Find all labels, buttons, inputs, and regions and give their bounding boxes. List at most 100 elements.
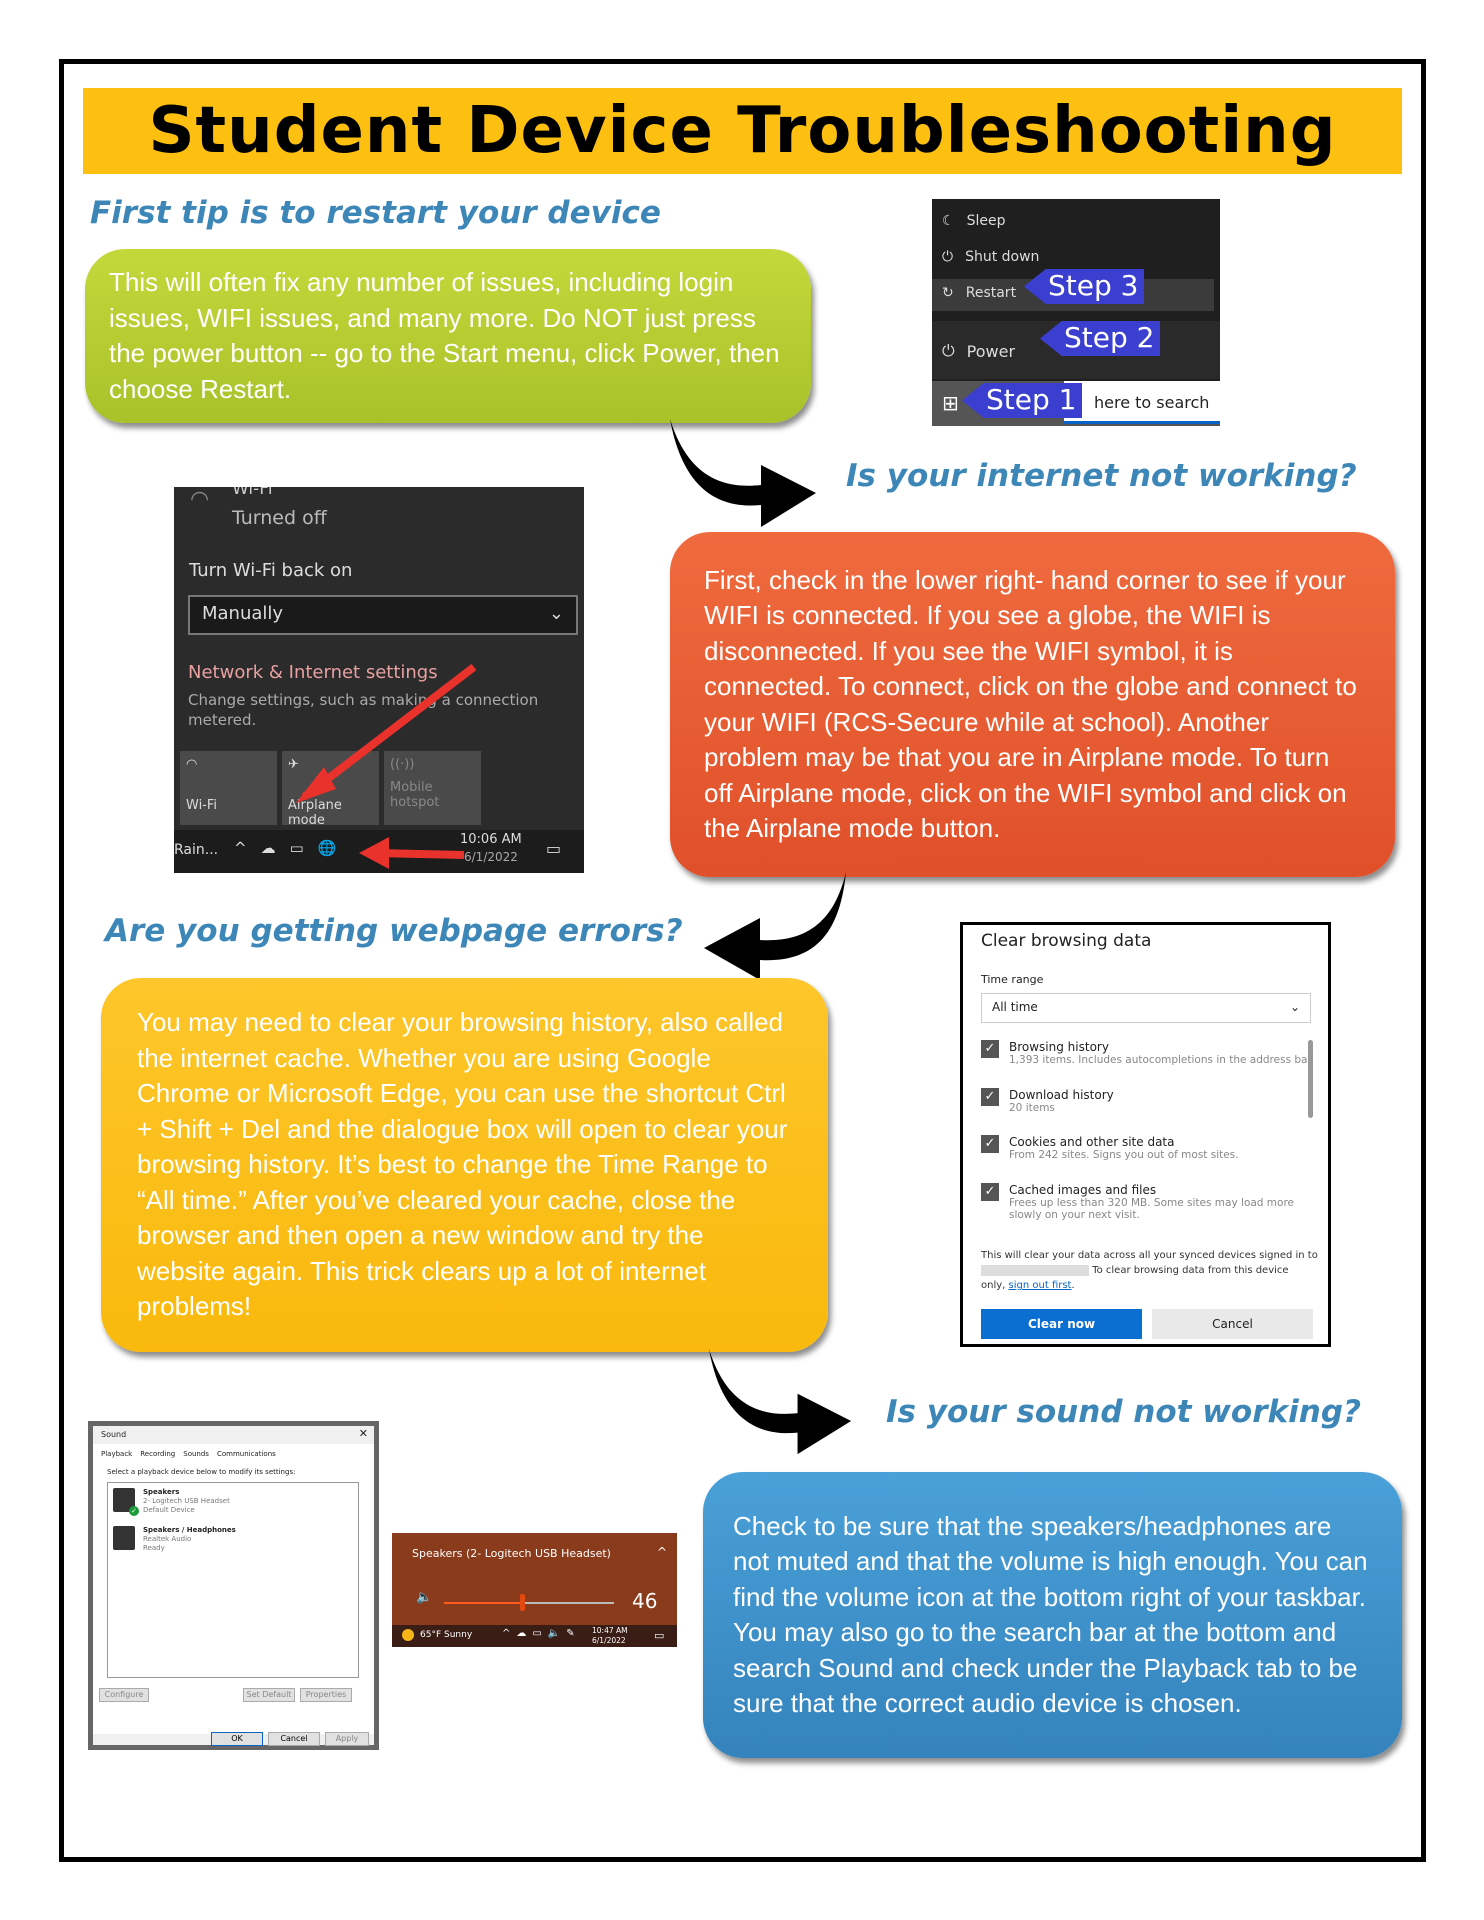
- sign-out-link[interactable]: sign out first: [1008, 1280, 1072, 1291]
- taskbar-weather: Rain...: [174, 842, 219, 858]
- taskbar-search[interactable]: here to search: [1064, 381, 1220, 424]
- sound-dialog-title: Sound: [101, 1430, 127, 1439]
- scrollbar[interactable]: [1308, 1040, 1313, 1118]
- wifi-icon: ◠: [190, 487, 210, 512]
- airplane-icon: ✈: [288, 757, 299, 772]
- heading-sound: Is your sound not working?: [886, 1394, 1361, 1430]
- wifi-panel-screenshot: ◠ Wi-Fi Turned off Turn Wi-Fi back on Ma…: [174, 487, 584, 873]
- curved-arrow-icon: [670, 419, 816, 527]
- menu-item-shutdown[interactable]: ⏻Shut down: [942, 249, 1040, 265]
- menu-item-sleep[interactable]: ☾Sleep: [942, 213, 1006, 229]
- taskbar-time: 10:06 AM: [460, 832, 522, 847]
- taskbar-date: 6/1/2022: [592, 1636, 626, 1645]
- step-1-callout: Step 1: [962, 383, 1083, 418]
- internet-tip-box: First, check in the lower right- hand co…: [670, 532, 1395, 877]
- wifi-status: Turned off: [232, 507, 327, 529]
- tab-communications[interactable]: Communications: [216, 1450, 276, 1458]
- wifi-tile[interactable]: ◠Wi-Fi: [180, 751, 277, 825]
- clear-browsing-data-dialog: Clear browsing data Time range All time⌄…: [960, 922, 1331, 1347]
- tray-icons[interactable]: ^☁▭🔈✎: [502, 1628, 581, 1639]
- restart-icon: ↻: [942, 285, 954, 301]
- step-3-callout: Step 3: [1024, 269, 1145, 304]
- chevron-down-icon: ⌄: [1289, 1000, 1300, 1014]
- page-border: [59, 59, 1426, 1862]
- network-settings-desc: Change settings, such as making a connec…: [188, 691, 539, 729]
- network-settings-link[interactable]: Network & Internet settings: [188, 662, 438, 683]
- turn-wifi-back-on-label: Turn Wi-Fi back on: [189, 560, 353, 581]
- hotspot-icon: ((·)): [390, 757, 415, 772]
- notification-icon[interactable]: ▭: [654, 1629, 665, 1642]
- restart-tip-box: This will often fix any number of issues…: [85, 249, 811, 423]
- cancel-button[interactable]: Cancel: [1152, 1309, 1313, 1339]
- apply-button[interactable]: Apply: [325, 1732, 369, 1746]
- notification-icon[interactable]: ▭: [546, 839, 562, 858]
- wifi-title: Wi-Fi: [232, 487, 273, 499]
- moon-icon: ☾: [942, 213, 955, 229]
- speaker-icon: [113, 1488, 135, 1512]
- wifi-icon: ◠: [186, 757, 198, 772]
- taskbar-date: 6/1/2022: [464, 850, 518, 864]
- taskbar-time: 10:47 AM: [592, 1626, 628, 1635]
- page-title: Student Device Troubleshooting: [148, 94, 1337, 168]
- speaker-volume-icon[interactable]: 🔈: [416, 1590, 433, 1605]
- volume-slider[interactable]: [444, 1602, 614, 1604]
- heading-restart: First tip is to restart your device: [90, 195, 661, 231]
- internet-tip-text: First, check in the lower right- hand co…: [704, 564, 1357, 844]
- sound-cancel-button[interactable]: Cancel: [268, 1732, 320, 1746]
- heading-internet: Is your internet not working?: [846, 458, 1357, 494]
- menu-item-restart[interactable]: ↻Restart: [942, 285, 1017, 301]
- tray-icons[interactable]: ^☁▭🌐: [234, 839, 351, 857]
- volume-slider-thumb[interactable]: [520, 1594, 526, 1611]
- power-icon: ⏻: [942, 249, 954, 265]
- heading-webpage: Are you getting webpage errors?: [105, 913, 683, 949]
- chevron-up-icon[interactable]: ^: [656, 1545, 667, 1559]
- audio-device-name[interactable]: Speakers (2- Logitech USB Headset): [412, 1547, 611, 1560]
- volume-value: 46: [632, 1589, 658, 1613]
- time-range-select[interactable]: All time⌄: [981, 993, 1311, 1023]
- restart-tip-text: This will often fix any number of issues…: [109, 267, 780, 404]
- tab-recording[interactable]: Recording: [140, 1450, 176, 1458]
- step-2-callout: Step 2: [1040, 321, 1161, 356]
- power-button[interactable]: ⏻Power: [942, 341, 1016, 361]
- ok-button[interactable]: OK: [211, 1732, 263, 1746]
- tab-playback[interactable]: Playback: [101, 1450, 133, 1458]
- set-default-button[interactable]: Set Default: [243, 1688, 295, 1702]
- power-icon: ⏻: [942, 341, 955, 360]
- title-banner: Student Device Troubleshooting: [83, 88, 1402, 174]
- sound-tip-text: Check to be sure that the speakers/headp…: [733, 1510, 1368, 1719]
- weather-text: 65°F Sunny: [420, 1630, 473, 1640]
- windows-start-icon[interactable]: ⊞: [942, 391, 959, 415]
- mobile-hotspot-tile[interactable]: ((·))Mobile hotspot: [384, 751, 481, 825]
- sun-icon: [402, 1629, 414, 1641]
- properties-button[interactable]: Properties: [300, 1688, 352, 1702]
- dialog-title: Clear browsing data: [981, 931, 1152, 951]
- close-icon[interactable]: ✕: [358, 1427, 368, 1440]
- start-menu-screenshot: ☾Sleep ⏻Shut down ↻Restart ⏻Power here t…: [932, 199, 1220, 426]
- red-arrow-icons: [296, 663, 477, 869]
- instruction-text: Select a playback device below to modify…: [107, 1468, 296, 1476]
- clear-now-button[interactable]: Clear now: [981, 1309, 1142, 1339]
- configure-button[interactable]: Configure: [99, 1688, 149, 1702]
- sound-tip-box: Check to be sure that the speakers/headp…: [703, 1472, 1402, 1758]
- sync-note: This will clear your data across all you…: [981, 1250, 1318, 1291]
- volume-slider-fill: [444, 1602, 523, 1604]
- curved-arrow-icon: [704, 872, 846, 980]
- tab-sounds[interactable]: Sounds: [183, 1450, 209, 1458]
- chevron-down-icon: ⌄: [548, 603, 564, 624]
- webpage-tip-text: You may need to clear your browsing hist…: [137, 1007, 788, 1322]
- sound-tabs: Playback Recording Sounds Communications: [101, 1450, 276, 1458]
- sound-dialog-screenshot: Sound ✕ Playback Recording Sounds Communica…: [88, 1421, 379, 1750]
- volume-flyout-screenshot: Speakers (2- Logitech USB Headset) ^ 🔈 4…: [392, 1533, 677, 1647]
- default-check-icon: ✓: [129, 1506, 139, 1516]
- time-range-label: Time range: [981, 973, 1044, 986]
- curved-arrow-icon: [708, 1348, 852, 1455]
- speaker-icon: [113, 1526, 135, 1550]
- webpage-tip-box: You may need to clear your browsing hist…: [101, 978, 828, 1352]
- wifi-schedule-dropdown[interactable]: Manually⌄: [188, 595, 578, 635]
